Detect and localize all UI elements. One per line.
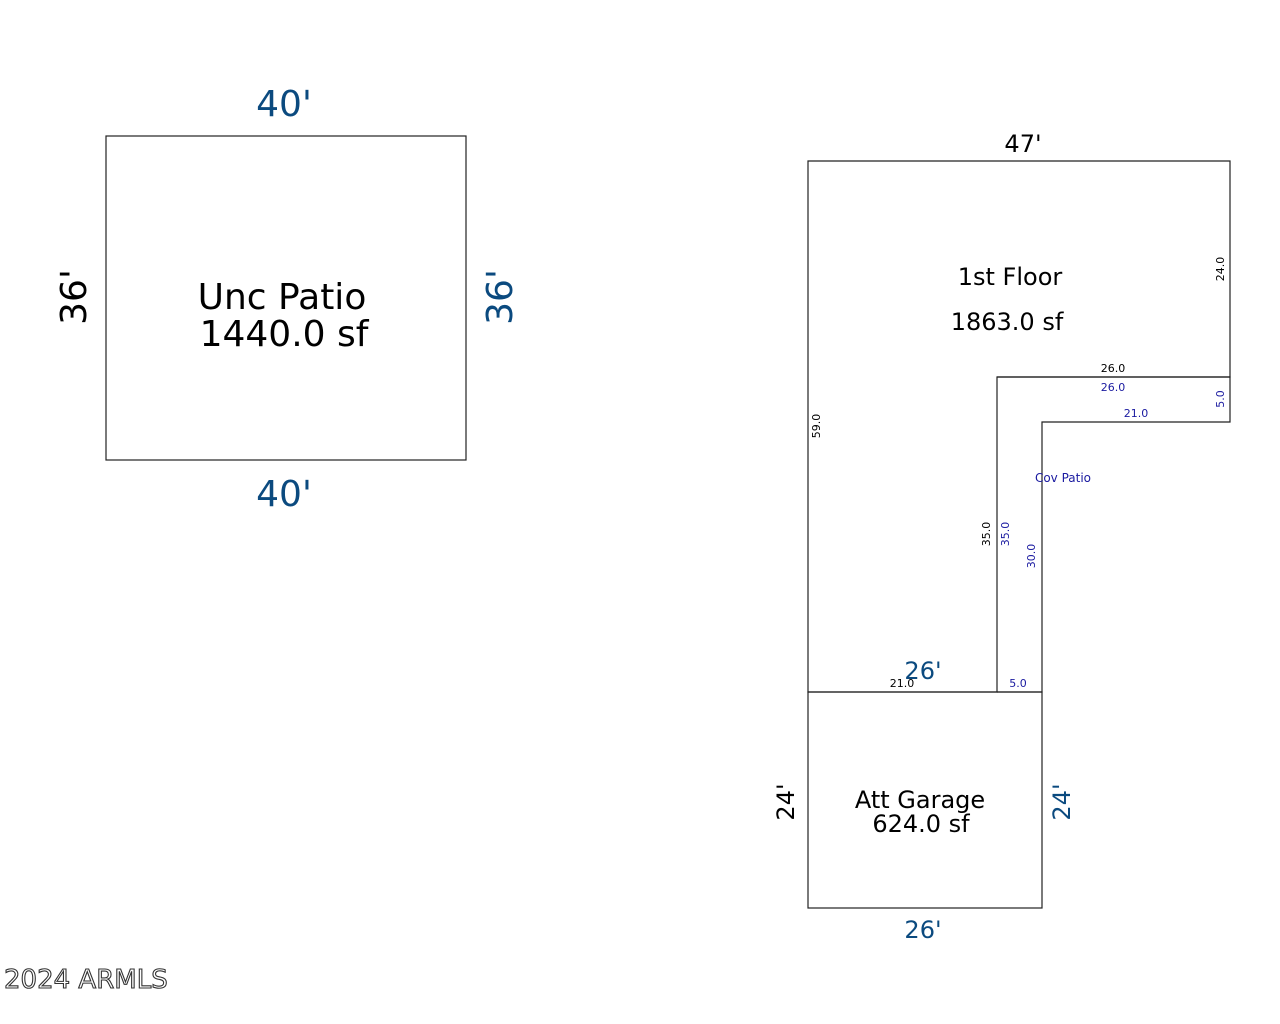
unc-patio-dim-right: 36' xyxy=(480,269,521,325)
cov-patio-dim-left-inner: 30.0 xyxy=(1025,544,1038,569)
first-floor-dim-notch-side: 35.0 xyxy=(980,522,993,547)
cov-patio-dim-bottom: 5.0 xyxy=(1009,677,1027,690)
unc-patio-area-label: 1440.0 sf xyxy=(200,314,370,355)
first-floor-dim-right: 24.0 xyxy=(1214,257,1227,282)
att-garage-area-label: 624.0 sf xyxy=(872,810,970,838)
first-floor-outline xyxy=(807,160,1231,693)
first-floor-name: 1st Floor xyxy=(958,263,1063,291)
unc-patio-name: Unc Patio xyxy=(198,277,367,318)
copyright-watermark: 2024 ARMLS xyxy=(4,965,168,995)
unc-patio-outline xyxy=(105,135,467,461)
cov-patio-dim-left-outer: 35.0 xyxy=(999,522,1012,547)
unc-patio-dim-top: 40' xyxy=(256,84,312,125)
first-floor-area-label: 1863.0 sf xyxy=(951,308,1064,336)
unc-patio-dim-bottom: 40' xyxy=(256,474,312,515)
cov-patio-name: Cov Patio xyxy=(1035,471,1091,485)
att-garage-outline xyxy=(807,691,1043,909)
cov-patio-dim-top-outer: 26.0 xyxy=(1101,381,1126,394)
cov-patio-area: Cov Patio 26.0 5.0 21.0 35.0 30.0 5.0 xyxy=(997,376,1231,693)
att-garage-name: Att Garage xyxy=(855,786,985,814)
first-floor-dim-top: 47' xyxy=(1004,130,1041,158)
att-garage-dim-right: 24' xyxy=(1048,783,1076,820)
att-garage-dim-top: 26' xyxy=(904,657,941,685)
cov-patio-dim-top-inner: 21.0 xyxy=(1124,407,1149,420)
att-garage-area: Att Garage 624.0 sf 26' 26' 24' 24' xyxy=(772,657,1076,944)
first-floor-dim-bottom: 21.0 xyxy=(890,677,915,690)
att-garage-dim-left: 24' xyxy=(772,783,800,820)
first-floor-dim-notch-top: 26.0 xyxy=(1101,362,1126,375)
cov-patio-dim-right-small: 5.0 xyxy=(1214,390,1227,408)
cov-patio-outline xyxy=(997,376,1231,693)
att-garage-dim-bottom: 26' xyxy=(904,916,941,944)
unc-patio-dim-left: 36' xyxy=(54,269,95,325)
first-floor-area: 1st Floor 1863.0 sf 47' 24.0 59.0 26.0 3… xyxy=(807,130,1231,693)
unc-patio-area: Unc Patio 1440.0 sf 40' 40' 36' 36' xyxy=(54,84,521,515)
first-floor-dim-left: 59.0 xyxy=(810,414,823,439)
